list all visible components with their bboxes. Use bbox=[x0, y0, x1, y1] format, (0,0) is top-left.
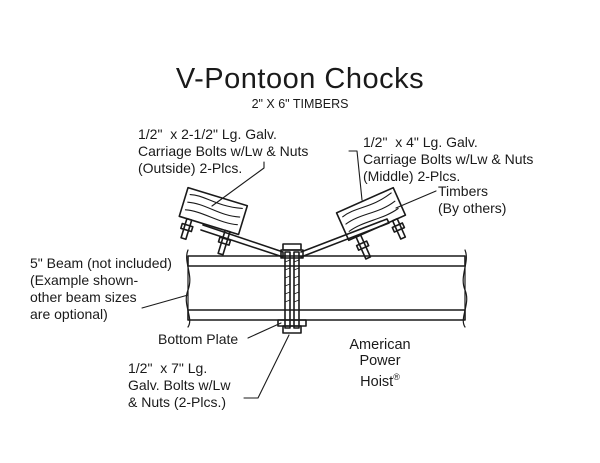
top-plate-left-arm bbox=[200, 224, 284, 258]
label-beam: 5" Beam (not included) (Example shown- o… bbox=[30, 255, 172, 322]
bolt-threads bbox=[284, 259, 300, 303]
middle-bolt-right bbox=[355, 234, 372, 260]
long-bolts bbox=[284, 251, 300, 329]
beam-break-right bbox=[462, 249, 468, 328]
company-logo: American Power Hoist® bbox=[338, 337, 422, 390]
label-bottom-plate: Bottom Plate bbox=[158, 331, 239, 347]
leader-beam bbox=[141, 294, 189, 309]
leader-long-bolts bbox=[243, 334, 290, 399]
leader-timbers bbox=[395, 190, 437, 209]
top-nut bbox=[282, 243, 302, 251]
leader-middle-bolts bbox=[348, 150, 363, 201]
logo-line-1: American bbox=[349, 337, 411, 353]
timber-right-grain bbox=[342, 192, 399, 232]
timber-left-grain bbox=[184, 193, 243, 226]
long-bolt-left bbox=[284, 251, 291, 329]
top-plate bbox=[200, 218, 390, 259]
bottom-plate-bar bbox=[277, 319, 307, 327]
diagram-title: V-Pontoon Chocks bbox=[175, 63, 425, 95]
label-outside-carriage-bolts: 1/2" x 2-1/2" Lg. Galv. Carriage Bolts w… bbox=[138, 126, 309, 176]
bottom-nut bbox=[282, 325, 302, 334]
outside-bolt-left bbox=[180, 217, 193, 241]
nut-left-b bbox=[217, 236, 232, 246]
outside-bolt-right bbox=[391, 217, 407, 240]
logo-line-3: Hoist® bbox=[338, 369, 422, 390]
label-timbers: Timbers (By others) bbox=[438, 183, 507, 216]
top-plate-right-arm bbox=[300, 218, 390, 258]
nut-left-a bbox=[180, 222, 194, 233]
bottom-plate bbox=[277, 319, 307, 334]
leader-bottom-plate bbox=[247, 322, 282, 339]
beam-web bbox=[187, 265, 466, 311]
logo-line-3-text: Hoist bbox=[360, 373, 394, 390]
label-long-bolts: 1/2" x 7" Lg. Galv. Bolts w/Lw & Nuts (2… bbox=[128, 360, 231, 410]
registered-mark: ® bbox=[393, 372, 400, 382]
beam-bottom-flange bbox=[187, 309, 466, 321]
leader-lines bbox=[141, 150, 437, 399]
nut-right-a bbox=[355, 240, 370, 251]
label-middle-carriage-bolts: 1/2" x 4" Lg. Galv. Carriage Bolts w/Lw … bbox=[363, 134, 534, 184]
beam-break-left bbox=[185, 249, 191, 328]
logo-line-2: Power bbox=[359, 353, 401, 369]
timber-right bbox=[335, 186, 407, 260]
timber-left bbox=[178, 186, 249, 256]
middle-bolt-left bbox=[217, 229, 231, 256]
diagram-subtitle: 2" X 6" TIMBERS bbox=[251, 97, 349, 111]
timber-right-block bbox=[335, 186, 407, 242]
beam bbox=[185, 249, 468, 328]
leader-outside-bolts bbox=[211, 161, 265, 207]
nut-right-b bbox=[391, 222, 406, 233]
beam-top-flange bbox=[187, 255, 466, 267]
long-bolt-right bbox=[293, 251, 300, 329]
timber-left-block bbox=[178, 186, 249, 236]
